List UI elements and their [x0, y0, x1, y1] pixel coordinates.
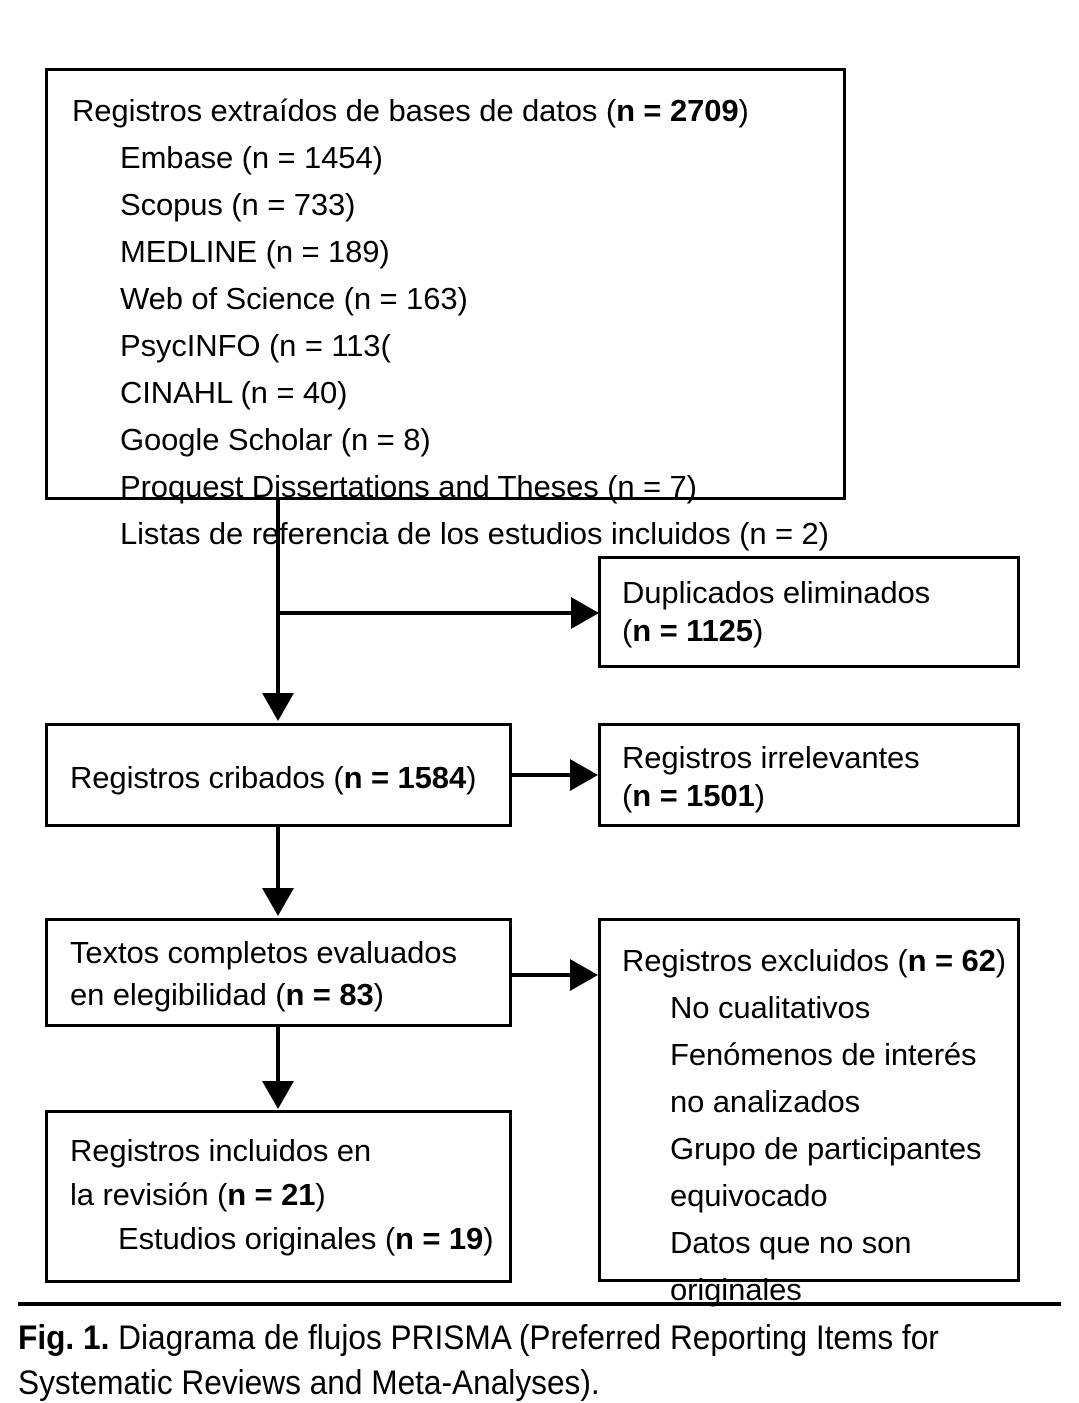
identification-heading-n: n = 2709 [616, 93, 739, 128]
included-line3: Estudios originales (n = 19) [70, 1215, 494, 1262]
included-line2: la revisión (n = 21) [70, 1171, 326, 1218]
records-included-box: Registros incluidos en la revisión (n = … [45, 1110, 512, 1283]
records-excluded-box: Registros excluidos (n = 62) No cualitat… [598, 918, 1020, 1307]
included-n: n = 21 [227, 1177, 316, 1212]
source-scopus: Scopus (n = 733) [120, 187, 356, 222]
excluded-reason-2-cont: no analizados [670, 1084, 861, 1119]
fulltext-line1: Textos completos evaluados [70, 935, 457, 970]
figure-caption: Fig. 1. Diagrama de flujos PRISMA (Prefe… [18, 1316, 990, 1403]
excluded-n: n = 62 [907, 943, 996, 978]
records-irrelevant-box: Registros irrelevantes (n = 1501) [598, 723, 1020, 827]
connector-fulltext-to-excluded [512, 973, 571, 977]
arrow-screened-to-irrelevant [570, 759, 598, 791]
irrelevant-n: n = 1501 [632, 778, 755, 813]
connector-fulltext-to-included [276, 1027, 280, 1082]
source-reference-lists: Listas de referencia de los estudios inc… [120, 516, 829, 551]
included-n-prefix: la revisión ( [70, 1177, 228, 1212]
original-studies-prefix: Estudios originales ( [118, 1221, 396, 1256]
source-embase: Embase (n = 1454) [120, 140, 383, 175]
identification-heading-prefix: Registros extraídos de bases de datos ( [72, 93, 617, 128]
excluded-reason-2: Fenómenos de interés [670, 1037, 977, 1072]
screened-suffix: ) [466, 760, 477, 795]
source-web-of-science: Web of Science (n = 163) [120, 281, 468, 316]
irrelevant-line1: Registros irrelevantes [622, 740, 920, 775]
connector-identification-to-duplicates [276, 611, 571, 615]
irrelevant-n-suffix: ) [754, 778, 765, 813]
fulltext-n: n = 83 [285, 977, 374, 1012]
identification-heading: Registros extraídos de bases de datos (n… [72, 87, 749, 134]
screened-n: n = 1584 [343, 760, 467, 795]
duplicates-line1: Duplicados eliminados [622, 575, 931, 610]
figure-number-label: Fig. 1. [18, 1319, 110, 1357]
fulltext-n-suffix: ) [373, 977, 384, 1012]
original-studies-suffix: ) [483, 1221, 494, 1256]
irrelevant-line2: (n = 1501) [622, 772, 765, 819]
screened-text: Registros cribados (n = 1584) [70, 754, 476, 801]
screened-prefix: Registros cribados ( [70, 760, 344, 795]
arrow-fulltext-to-included [262, 1081, 294, 1109]
excluded-heading-prefix: Registros excluidos ( [622, 943, 908, 978]
fulltext-n-prefix: en elegibilidad ( [70, 977, 286, 1012]
connector-screened-to-irrelevant [512, 773, 572, 777]
arrow-identification-to-duplicates [571, 597, 599, 629]
excluded-reason-3: Grupo de participantes [670, 1131, 982, 1166]
included-line1: Registros incluidos en [70, 1133, 372, 1168]
source-psycinfo: PsycINFO (n = 113( [120, 328, 391, 363]
identification-heading-suffix: ) [738, 93, 749, 128]
figure-caption-text: Diagrama de flujos PRISMA (Preferred Rep… [18, 1319, 939, 1402]
duplicates-removed-box: Duplicados eliminados (n = 1125) [598, 556, 1020, 668]
source-medline: MEDLINE (n = 189) [120, 234, 390, 269]
excluded-reason-3-cont: equivocado [670, 1178, 828, 1213]
original-studies-n: n = 19 [395, 1221, 484, 1256]
fulltext-eligibility-box: Textos completos evaluados en elegibilid… [45, 918, 512, 1027]
irrelevant-n-prefix: ( [622, 778, 633, 813]
duplicates-line2: (n = 1125) [622, 607, 763, 654]
connector-screened-to-fulltext [276, 827, 280, 889]
source-cinahl: CINAHL (n = 40) [120, 375, 348, 410]
caption-divider [18, 1302, 1061, 1306]
duplicates-n-suffix: ) [752, 613, 764, 648]
connector-identification-to-screened [276, 500, 280, 695]
arrow-identification-to-screened [262, 693, 294, 721]
records-screened-box: Registros cribados (n = 1584) [45, 723, 512, 827]
duplicates-n: n = 1125 [632, 613, 753, 648]
excluded-heading: Registros excluidos (n = 62) [622, 937, 1006, 984]
identification-box: Registros extraídos de bases de datos (n… [45, 68, 846, 551]
duplicates-n-prefix: ( [622, 613, 633, 648]
excluded-reason-1: No cualitativos [670, 990, 871, 1025]
fulltext-line2: en elegibilidad (n = 83) [70, 971, 384, 1018]
excluded-reason-4-cont: originales [670, 1272, 802, 1307]
source-google-scholar: Google Scholar (n = 8) [120, 422, 431, 457]
arrow-screened-to-fulltext [262, 888, 294, 916]
source-proquest: Proquest Dissertations and Theses (n = 7… [120, 469, 697, 504]
included-n-suffix: ) [315, 1177, 326, 1212]
excluded-heading-suffix: ) [995, 943, 1007, 978]
arrow-fulltext-to-excluded [570, 959, 598, 991]
excluded-reason-4: Datos que no son [670, 1225, 912, 1260]
